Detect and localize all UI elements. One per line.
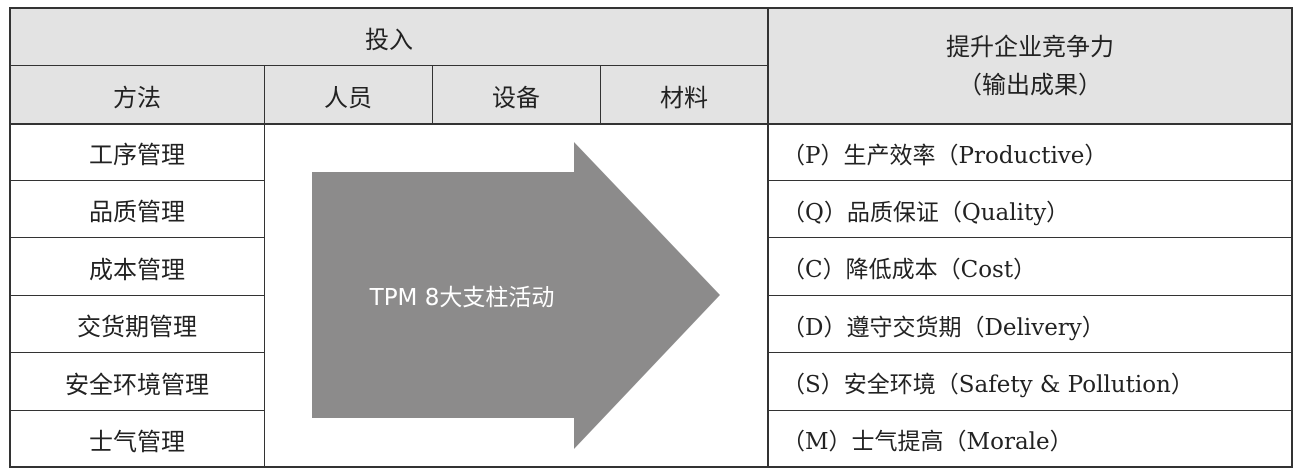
- method-row: 品质管理: [10, 181, 264, 238]
- divider: [10, 295, 264, 296]
- header-output: 提升企业竞争力 （输出成果）: [768, 8, 1292, 124]
- outcome-row: （P）生产效率（Productive）: [768, 124, 1292, 181]
- header-method-label: 方法: [113, 83, 161, 112]
- divider: [768, 180, 1292, 181]
- divider: [768, 237, 1292, 238]
- header-equipment-label: 设备: [492, 83, 540, 112]
- method-row: 交货期管理: [10, 296, 264, 353]
- outcome-row: （S）安全环境（Safety & Pollution）: [768, 353, 1292, 411]
- table-border: [9, 7, 1293, 468]
- header-method: 方法: [10, 66, 264, 124]
- outcome-label: （Q）品质保证（Quality）: [782, 199, 1070, 226]
- header-material: 材料: [600, 66, 768, 124]
- header-output-subtitle: （输出成果）: [958, 71, 1102, 99]
- method-label: 品质管理: [89, 198, 185, 226]
- outcome-row: （C）降低成本（Cost）: [768, 238, 1292, 296]
- header-equipment: 设备: [432, 66, 600, 124]
- method-label: 工序管理: [89, 141, 185, 169]
- divider: [264, 66, 265, 467]
- outcome-label: （D）遵守交货期（Delivery）: [782, 314, 1105, 341]
- method-label: 交货期管理: [77, 313, 197, 341]
- outcome-label: （C）降低成本（Cost）: [782, 257, 1037, 283]
- method-row: 士气管理: [10, 411, 264, 467]
- divider: [600, 66, 601, 124]
- divider: [10, 65, 768, 66]
- outcome-label: （M）士气提高（Morale）: [782, 429, 1073, 455]
- divider: [10, 410, 264, 411]
- outcome-row: （Q）品质保证（Quality）: [768, 181, 1292, 238]
- method-row: 安全环境管理: [10, 353, 264, 411]
- method-row: 成本管理: [10, 238, 264, 296]
- outcome-row: （M）士气提高（Morale）: [768, 411, 1292, 467]
- method-label: 成本管理: [89, 255, 185, 284]
- arrow-shape: [312, 142, 720, 449]
- header-input-label: 投入: [365, 25, 413, 54]
- outcome-row: （D）遵守交货期（Delivery）: [768, 296, 1292, 353]
- divider: [432, 66, 433, 124]
- method-label: 士气管理: [89, 427, 185, 456]
- header-material-label: 材料: [660, 83, 708, 112]
- outcome-label: （P）生产效率（Productive）: [782, 142, 1108, 169]
- divider: [10, 123, 1292, 125]
- header-people-label: 人员: [324, 83, 372, 112]
- outcome-label: （S）安全环境（Safety & Pollution）: [782, 372, 1194, 398]
- divider: [768, 295, 1292, 296]
- method-row: 工序管理: [10, 124, 264, 181]
- divider: [10, 237, 264, 238]
- arrow-label: TPM 8大支柱活动: [369, 285, 555, 311]
- divider: [10, 180, 264, 181]
- divider: [768, 352, 1292, 353]
- header-output-title: 提升企业竞争力: [946, 33, 1114, 61]
- header-people: 人员: [264, 66, 432, 124]
- method-label: 安全环境管理: [65, 370, 209, 399]
- divider: [768, 410, 1292, 411]
- divider: [10, 352, 264, 353]
- header-input: 投入: [10, 8, 768, 66]
